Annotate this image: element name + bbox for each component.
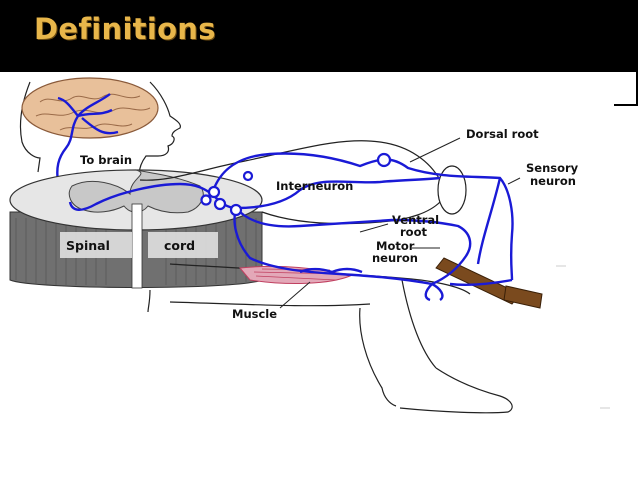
slide-corner-mark: [614, 72, 638, 106]
label-interneuron: Interneuron: [276, 179, 353, 193]
label-dorsal-root: Dorsal root: [466, 127, 539, 141]
label-motor-neuron-2: neuron: [372, 251, 418, 265]
reflex-hammer: [435, 257, 543, 309]
label-to-brain: To brain: [80, 153, 132, 167]
slide-title: Definitions: [34, 12, 216, 46]
neural-pathways: [68, 152, 514, 302]
brain: [21, 77, 159, 139]
decorative-specks: [556, 265, 610, 409]
body-outline: [139, 140, 513, 414]
reflex-arc-diagram: To brain Interneuron Dorsal root Sensory…: [9, 77, 610, 414]
label-motor-neuron-1: Motor: [376, 239, 415, 253]
label-ventral-root-1: Ventral: [392, 213, 439, 227]
label-leaders: [279, 137, 521, 309]
motor-neuron-path: [235, 207, 472, 286]
brain-nerve-pathway: [56, 93, 119, 203]
interneuron-cell-body: [207, 185, 221, 199]
label-ventral-root-2: root: [400, 225, 427, 239]
ascending-pathway: [68, 182, 213, 211]
slide-header: Definitions: [0, 0, 638, 72]
label-spinal: Spinal: [66, 238, 110, 253]
label-muscle: Muscle: [232, 307, 277, 321]
label-sensory-neuron-1: Sensory: [526, 161, 579, 175]
label-sensory-neuron-2: neuron: [530, 174, 576, 188]
synapse-markers: [200, 152, 392, 217]
spinal-cord: [9, 169, 263, 289]
dorsal-root-ganglion: [376, 152, 392, 168]
sensory-neuron-path: [210, 152, 514, 281]
label-cord: cord: [164, 238, 195, 253]
